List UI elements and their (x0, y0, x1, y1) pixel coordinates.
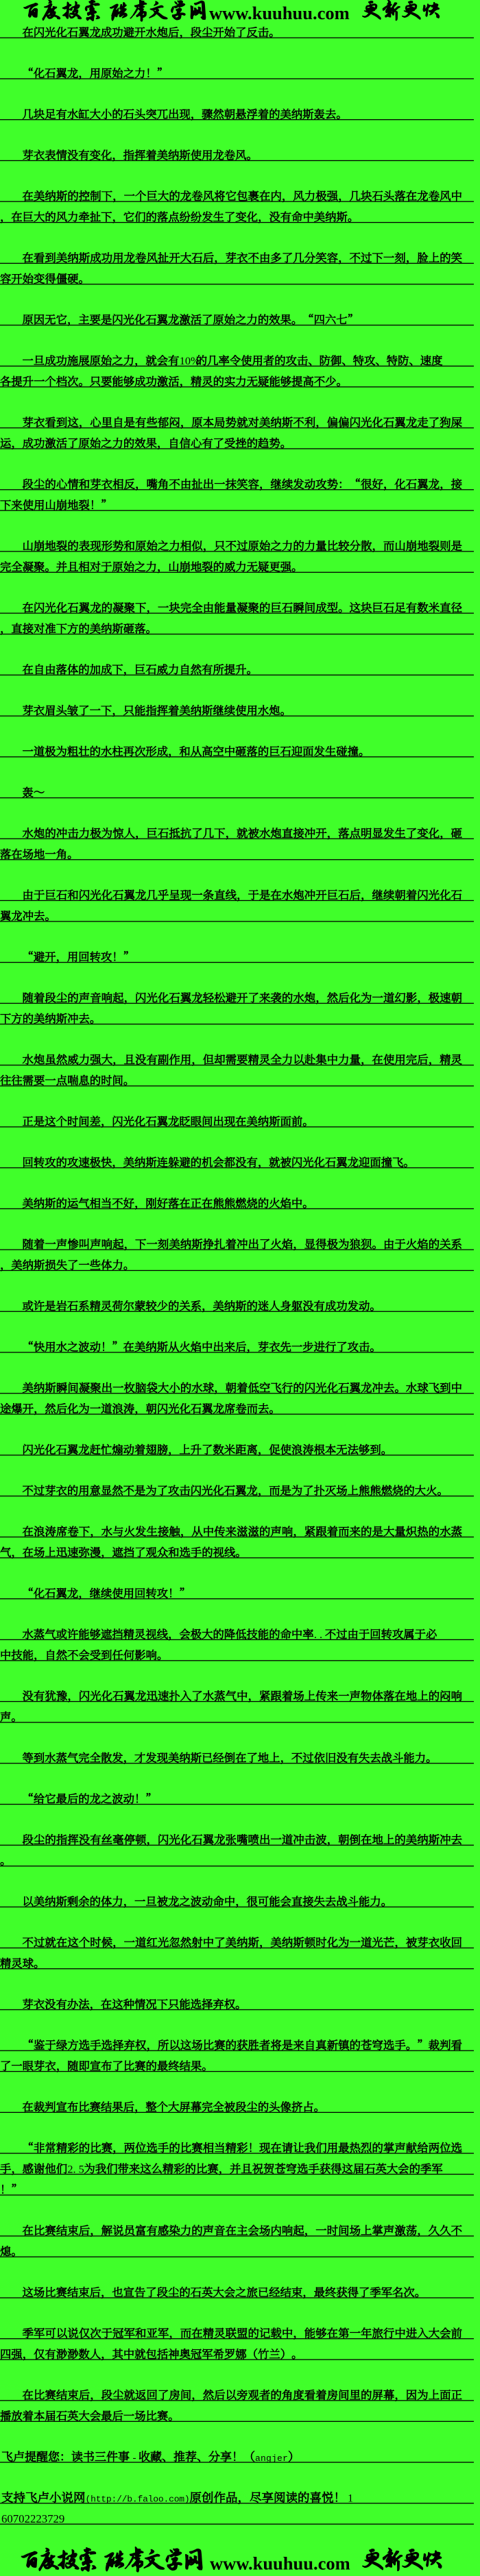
svg-text:angjer: angjer (255, 2453, 288, 2464)
svg-text:-: - (133, 2453, 136, 2464)
svg-text:60702223729: 60702223729 (1, 2512, 64, 2525)
svg-text:2.5: 2.5 (67, 2163, 84, 2175)
svg-text:1: 1 (348, 2492, 353, 2505)
svg-text:(http://b.faloo.com): (http://b.faloo.com) (86, 2494, 190, 2505)
svg-text:www.kuuhuu.com: www.kuuhuu.com (210, 2553, 350, 2574)
svg-text:10%: 10% (180, 355, 200, 367)
svg-text:..: .. (314, 1628, 322, 1641)
svg-text:www.kuuhuu.com: www.kuuhuu.com (209, 3, 350, 23)
